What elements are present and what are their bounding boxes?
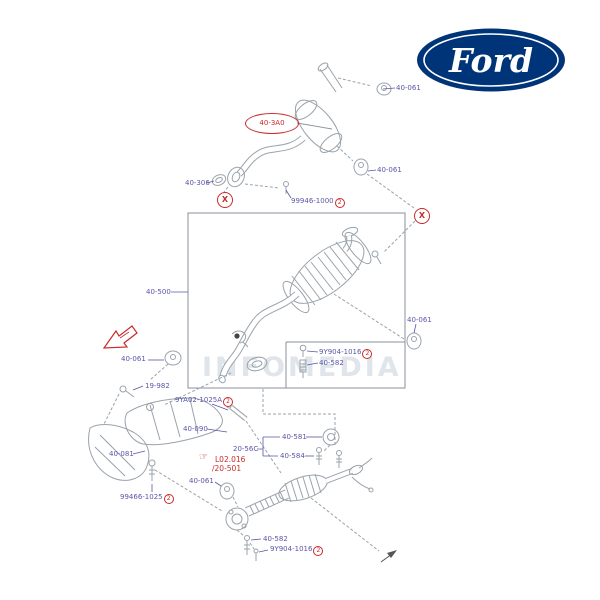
quantity-badge: 2	[223, 397, 234, 407]
part-number: 40-582	[263, 535, 288, 543]
part-number: 40-061	[189, 477, 214, 485]
front-pipe-drawing	[219, 428, 397, 563]
part-number: 9YA02-1025A	[175, 396, 223, 404]
part-number: 40-500	[146, 288, 171, 296]
exhaust-manifold-drawing	[88, 397, 282, 512]
ford-logo-text: Ford	[448, 41, 533, 80]
part-number: 99946-1000	[291, 197, 334, 205]
part-number: 40-306	[185, 179, 210, 187]
part-label-middle-silencer[interactable]: 40-500	[146, 288, 171, 296]
part-label-spring-box[interactable]: 40-582	[319, 359, 344, 367]
label-leader-lines	[132, 87, 417, 553]
fr-arrow-icon	[102, 325, 138, 349]
part-label-hanger-top[interactable]: 40-061	[396, 84, 421, 92]
part-label-insulator[interactable]: 40-081	[109, 450, 134, 458]
part-number: 9Y904-1016	[319, 348, 362, 356]
ford-logo: Ford	[415, 27, 567, 95]
part-number: 40-584	[280, 452, 305, 460]
rubber-hanger-right-drawing	[406, 332, 422, 350]
circled-x-marker[interactable]: X	[414, 208, 430, 224]
part-label-gasket[interactable]: 40-306	[185, 179, 210, 187]
part-label-spring-bottom[interactable]: 40-582	[263, 535, 288, 543]
part-number: 99466-1025	[120, 493, 163, 501]
left-hardware-drawing	[103, 350, 182, 425]
part-label-hanger-left[interactable]: 40-061	[121, 355, 146, 363]
part-number: 40-582	[319, 359, 344, 367]
part-number: 9Y904-1016	[270, 545, 313, 553]
part-number: 40-090	[183, 425, 208, 433]
circled-x-marker[interactable]: X	[217, 192, 233, 208]
part-label-nut-40581[interactable]: 40-581	[282, 433, 307, 441]
stud-bolt-drawings	[316, 447, 342, 468]
footnote-reference-code[interactable]: L02.016	[215, 455, 246, 464]
ford-oval	[417, 28, 565, 92]
bottom-left-hanger-drawing	[219, 482, 235, 500]
part-label-hanger-box-right[interactable]: 40-061	[407, 316, 432, 324]
part-label-ref-group[interactable]: 20-56C	[233, 445, 258, 453]
footnote-reference-page[interactable]: /20-501	[212, 464, 242, 473]
part-label-rear-muffler-highlighted[interactable]: 40-3A0	[245, 113, 299, 134]
rubber-hanger-top-drawing	[376, 82, 392, 96]
part-label-hanger-mid[interactable]: 40-061	[377, 166, 402, 174]
part-label-bracket-bolt[interactable]: 19-982	[145, 382, 170, 390]
part-number: 40-581	[282, 433, 307, 441]
bottom-bolt-drawings	[244, 535, 259, 561]
part-number: 40-061	[377, 166, 402, 174]
quantity-badge: 2	[362, 349, 373, 359]
box-bolt-drawings	[299, 344, 307, 378]
rear-exhaust-drawing	[211, 62, 415, 209]
pointer-hand-icon: ☞	[199, 452, 208, 463]
part-number: 19-982	[145, 382, 170, 390]
quantity-badge: 2	[163, 494, 174, 504]
small-direction-arrow	[380, 550, 397, 563]
quantity-badge: 2	[313, 546, 324, 556]
part-number: 40-061	[407, 316, 432, 324]
quantity-badge: 2	[334, 198, 345, 208]
rubber-hanger-mid-drawing	[353, 158, 369, 176]
part-label-hanger-bottom-left[interactable]: 40-061	[189, 477, 214, 485]
part-number: 40-061	[396, 84, 421, 92]
part-number: 40-081	[109, 450, 134, 458]
part-number: 40-061	[121, 355, 146, 363]
red-markers	[102, 122, 333, 349]
part-number: 20-56C	[233, 445, 259, 453]
middle-silencer-drawing	[163, 220, 416, 447]
part-label-converter[interactable]: 40-090	[183, 425, 208, 433]
part-label-stud-40584[interactable]: 40-584	[280, 452, 305, 460]
illustration-box	[187, 212, 406, 389]
